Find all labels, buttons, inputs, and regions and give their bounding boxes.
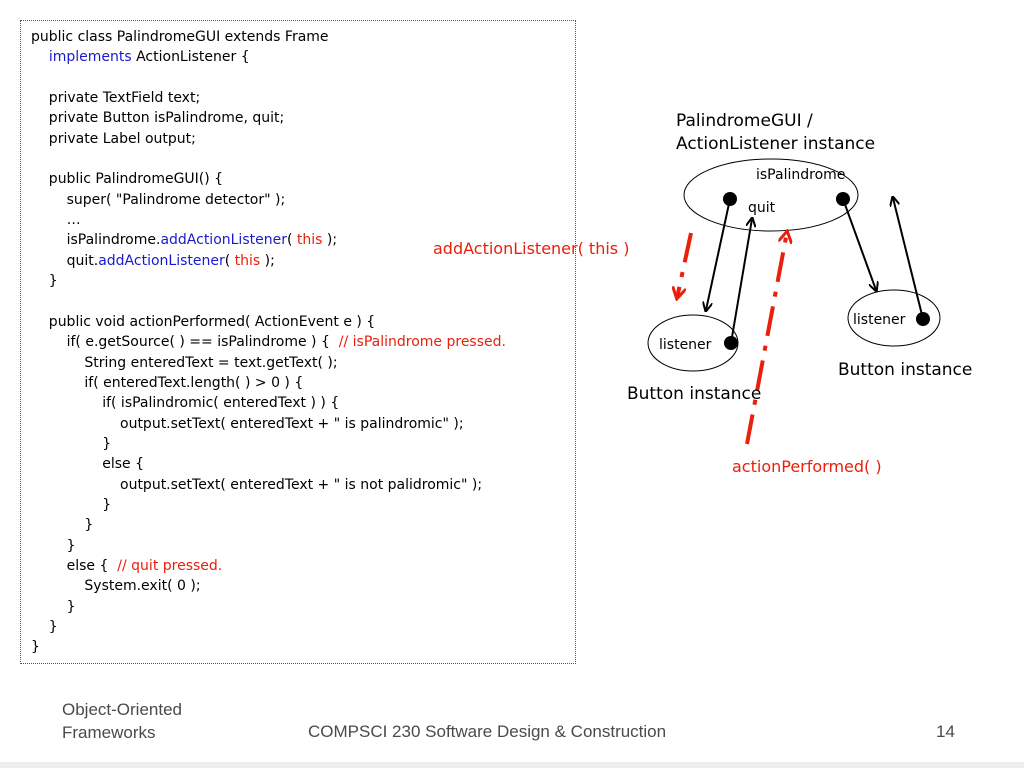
code-line: if( enteredText.length( ) > 0 ) { — [31, 373, 575, 393]
action-performed-arrow — [745, 232, 787, 445]
code-line: private Button isPalindrome, quit; — [31, 108, 575, 128]
code-segment: quit. — [31, 252, 99, 269]
code-line: implements ActionListener { — [31, 47, 575, 67]
left-button-caption: Button instance — [627, 384, 761, 404]
add-action-listener-arrow — [677, 232, 693, 298]
slide-number: 14 — [936, 722, 955, 741]
code-segment: private TextField text; — [31, 90, 201, 107]
code-segment: super( "Palindrome detector" ); — [31, 191, 286, 208]
code-segment: ( — [224, 252, 235, 269]
code-segment: // quit pressed. — [117, 557, 223, 574]
footer-topic-line2: Frameworks — [62, 723, 156, 742]
code-segment: ( — [286, 232, 297, 249]
code-line: if( isPalindromic( enteredText ) ) { — [31, 393, 575, 413]
code-segment: } — [31, 537, 76, 554]
code-line: public class PalindromeGUI extends Frame — [31, 27, 575, 47]
code-line: } — [31, 617, 575, 637]
code-line: private Label output; — [31, 129, 575, 149]
code-line: public PalindromeGUI() { — [31, 169, 575, 189]
code-segment: this — [296, 232, 323, 249]
code-segment: addActionListener — [98, 252, 225, 269]
palindrome-gui-object — [683, 158, 859, 232]
code-line: … — [31, 210, 575, 230]
add-action-listener-label: addActionListener( this ) — [433, 239, 629, 258]
code-line: } — [31, 515, 575, 535]
ispalindrome-to-listener-arrow — [842, 198, 876, 290]
right-listener-label: listener — [853, 312, 906, 328]
listener-to-ispalindrome-arrow — [893, 198, 924, 320]
code-segment: } — [31, 598, 76, 615]
code-line: quit.addActionListener( this ); — [31, 251, 575, 271]
code-segment: output.setText( enteredText + " is palin… — [31, 415, 464, 432]
listener-to-quit-arrow — [730, 219, 752, 344]
code-segment: } — [31, 639, 40, 656]
footer-course-topic: Object-Oriented Frameworks — [62, 698, 182, 744]
code-line: if( e.getSource( ) == isPalindrome ) { /… — [31, 332, 575, 352]
code-line: isPalindrome.addActionListener( this ); — [31, 230, 575, 250]
code-line: String enteredText = text.getText( ); — [31, 353, 575, 373]
bottom-strip — [0, 762, 1024, 768]
code-segment: public void actionPerformed( ActionEvent… — [31, 313, 376, 330]
action-performed-label: actionPerformed( ) — [732, 457, 882, 476]
footer-course-title: COMPSCI 230 Software Design & Constructi… — [308, 722, 667, 741]
code-line: } — [31, 495, 575, 515]
code-segment: } — [31, 496, 112, 513]
code-line: else { — [31, 454, 575, 474]
code-segment: if( e.getSource( ) == isPalindrome ) { — [31, 334, 339, 351]
code-segment: output.setText( enteredText + " is not p… — [31, 476, 483, 493]
code-segment: … — [31, 212, 81, 229]
code-segment: String enteredText = text.getText( ); — [31, 354, 338, 371]
code-segment: ); — [322, 232, 338, 249]
port-quit-label: quit — [748, 200, 776, 216]
code-segment: ); — [260, 252, 275, 269]
code-listing: public class PalindromeGUI extends Frame… — [20, 20, 576, 664]
code-line: } — [31, 434, 575, 454]
quit-to-listener-arrow — [706, 198, 731, 310]
main-object-label-line2: ActionListener instance — [676, 134, 875, 154]
code-segment: else { — [31, 456, 144, 473]
code-segment: else { — [31, 557, 118, 574]
code-segment: public PalindromeGUI() { — [31, 171, 224, 188]
code-line: public void actionPerformed( ActionEvent… — [31, 312, 575, 332]
right-button-caption: Button instance — [838, 360, 972, 380]
left-listener-label: listener — [659, 337, 712, 353]
code-line: System.exit( 0 ); — [31, 576, 575, 596]
code-segment: } — [31, 517, 94, 534]
code-segment: System.exit( 0 ); — [31, 578, 201, 595]
code-segment: // isPalindrome pressed. — [338, 334, 506, 351]
footer-topic-line1: Object-Oriented — [62, 700, 182, 719]
code-segment: } — [31, 273, 58, 290]
code-line: output.setText( enteredText + " is palin… — [31, 414, 575, 434]
code-segment: public class PalindromeGUI extends Frame — [31, 29, 329, 45]
code-line: } — [31, 536, 575, 556]
main-object-label-line1: PalindromeGUI / — [676, 111, 813, 131]
port-ispalindrome-label: isPalindrome — [756, 167, 845, 183]
code-line: } — [31, 597, 575, 617]
code-line: } — [31, 637, 575, 657]
code-segment: isPalindrome. — [31, 232, 161, 249]
code-segment: } — [31, 435, 112, 452]
code-segment: addActionListener — [160, 232, 287, 249]
code-line: private TextField text; — [31, 88, 575, 108]
code-segment: if( isPalindromic( enteredText ) ) { — [31, 395, 340, 412]
code-segment: ActionListener { — [131, 49, 250, 66]
code-line: else { // quit pressed. — [31, 556, 575, 576]
code-line: } — [31, 271, 575, 291]
code-segment: private Button isPalindrome, quit; — [31, 110, 285, 127]
code-segment: private Label output; — [31, 130, 196, 147]
code-segment: implements — [48, 49, 132, 66]
code-line: super( "Palindrome detector" ); — [31, 190, 575, 210]
code-segment: } — [31, 618, 58, 635]
right-button-object — [847, 289, 941, 347]
code-line: output.setText( enteredText + " is not p… — [31, 475, 575, 495]
code-segment: this — [234, 252, 261, 269]
code-segment: if( enteredText.length( ) > 0 ) { — [31, 374, 304, 391]
